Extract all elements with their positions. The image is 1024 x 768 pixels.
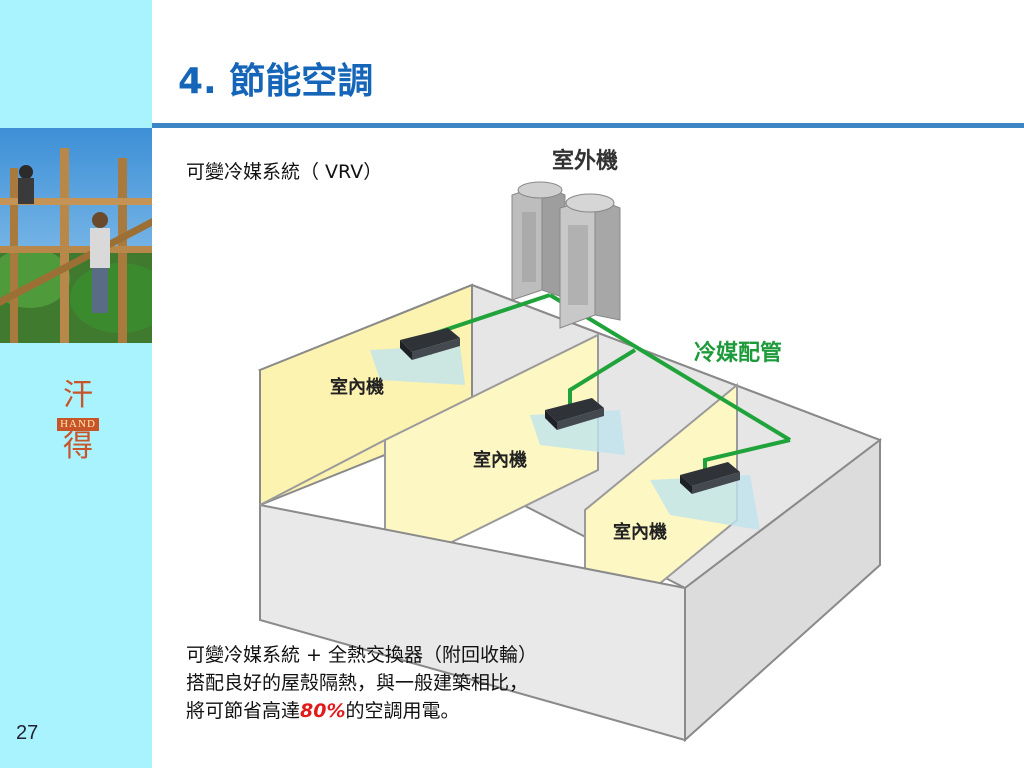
indoor-unit-2 [530, 398, 625, 455]
description-text: 可變冷媒系統 + 全熱交換器（附回收輪） 搭配良好的屋殼隔熱，與一般建築相比， … [186, 641, 537, 725]
description-line-1: 可變冷媒系統 + 全熱交換器（附回收輪） [186, 644, 538, 666]
title-divider [152, 123, 1024, 128]
indoor-unit-3 [650, 462, 760, 530]
sidebar: 汗 HAND 得 27 [0, 0, 152, 768]
description-line-3-post: 的空調用電。 [345, 700, 460, 722]
page-number: 27 [16, 722, 39, 744]
logo-badge: HAND [57, 418, 99, 431]
slide-title: 4. 節能空調 [178, 61, 374, 102]
indoor-unit-label-1: 室內機 [330, 376, 384, 398]
construction-photo [0, 128, 152, 343]
outdoor-unit [511, 181, 621, 329]
hand-logo: 汗 HAND 得 [48, 380, 108, 463]
outdoor-unit-label: 室外機 [552, 148, 618, 174]
vrv-diagram: 室外機 冷媒配管 室內機 室內機 室內機 [240, 140, 900, 750]
indoor-unit-label-2: 室內機 [473, 449, 527, 471]
vrv-label: 可變冷媒系統（ VRV） [186, 161, 383, 183]
energy-saving-highlight: 80% [300, 700, 346, 722]
description-line-3: 將可節省高達80%的空調用電。 [186, 697, 537, 725]
refrigerant-piping-label: 冷媒配管 [694, 340, 782, 366]
indoor-unit-1 [370, 328, 465, 385]
description-line-3-pre: 將可節省高達 [186, 700, 301, 722]
logo-bottom-char: 得 [63, 429, 93, 464]
logo-top-char: 汗 [63, 378, 93, 413]
indoor-unit-label-3: 室內機 [613, 521, 667, 543]
description-line-2: 搭配良好的屋殼隔熱，與一般建築相比， [186, 672, 529, 694]
